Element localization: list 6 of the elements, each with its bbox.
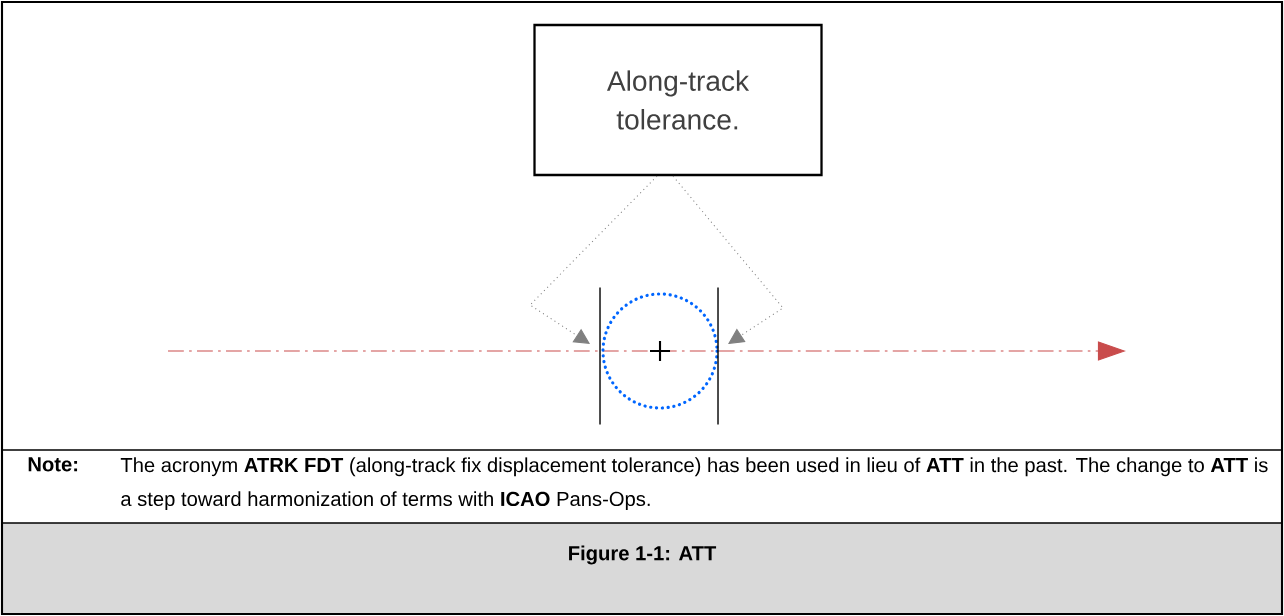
note-label: Note: — [28, 457, 78, 472]
leader-line — [672, 175, 784, 344]
note-text: The acronym ATRK FDT (along-track fix displacement tolerance) has been used in lieu of ATT in the past. The change to ATT is a step toward harmonization of terms with ICAO Pans-Ops. — [120, 457, 1268, 511]
text-box: Along-track tolerance. — [533, 23, 823, 177]
figure-caption: Figure 1-1: ATT — [569, 545, 717, 565]
leader-line — [529, 175, 658, 344]
